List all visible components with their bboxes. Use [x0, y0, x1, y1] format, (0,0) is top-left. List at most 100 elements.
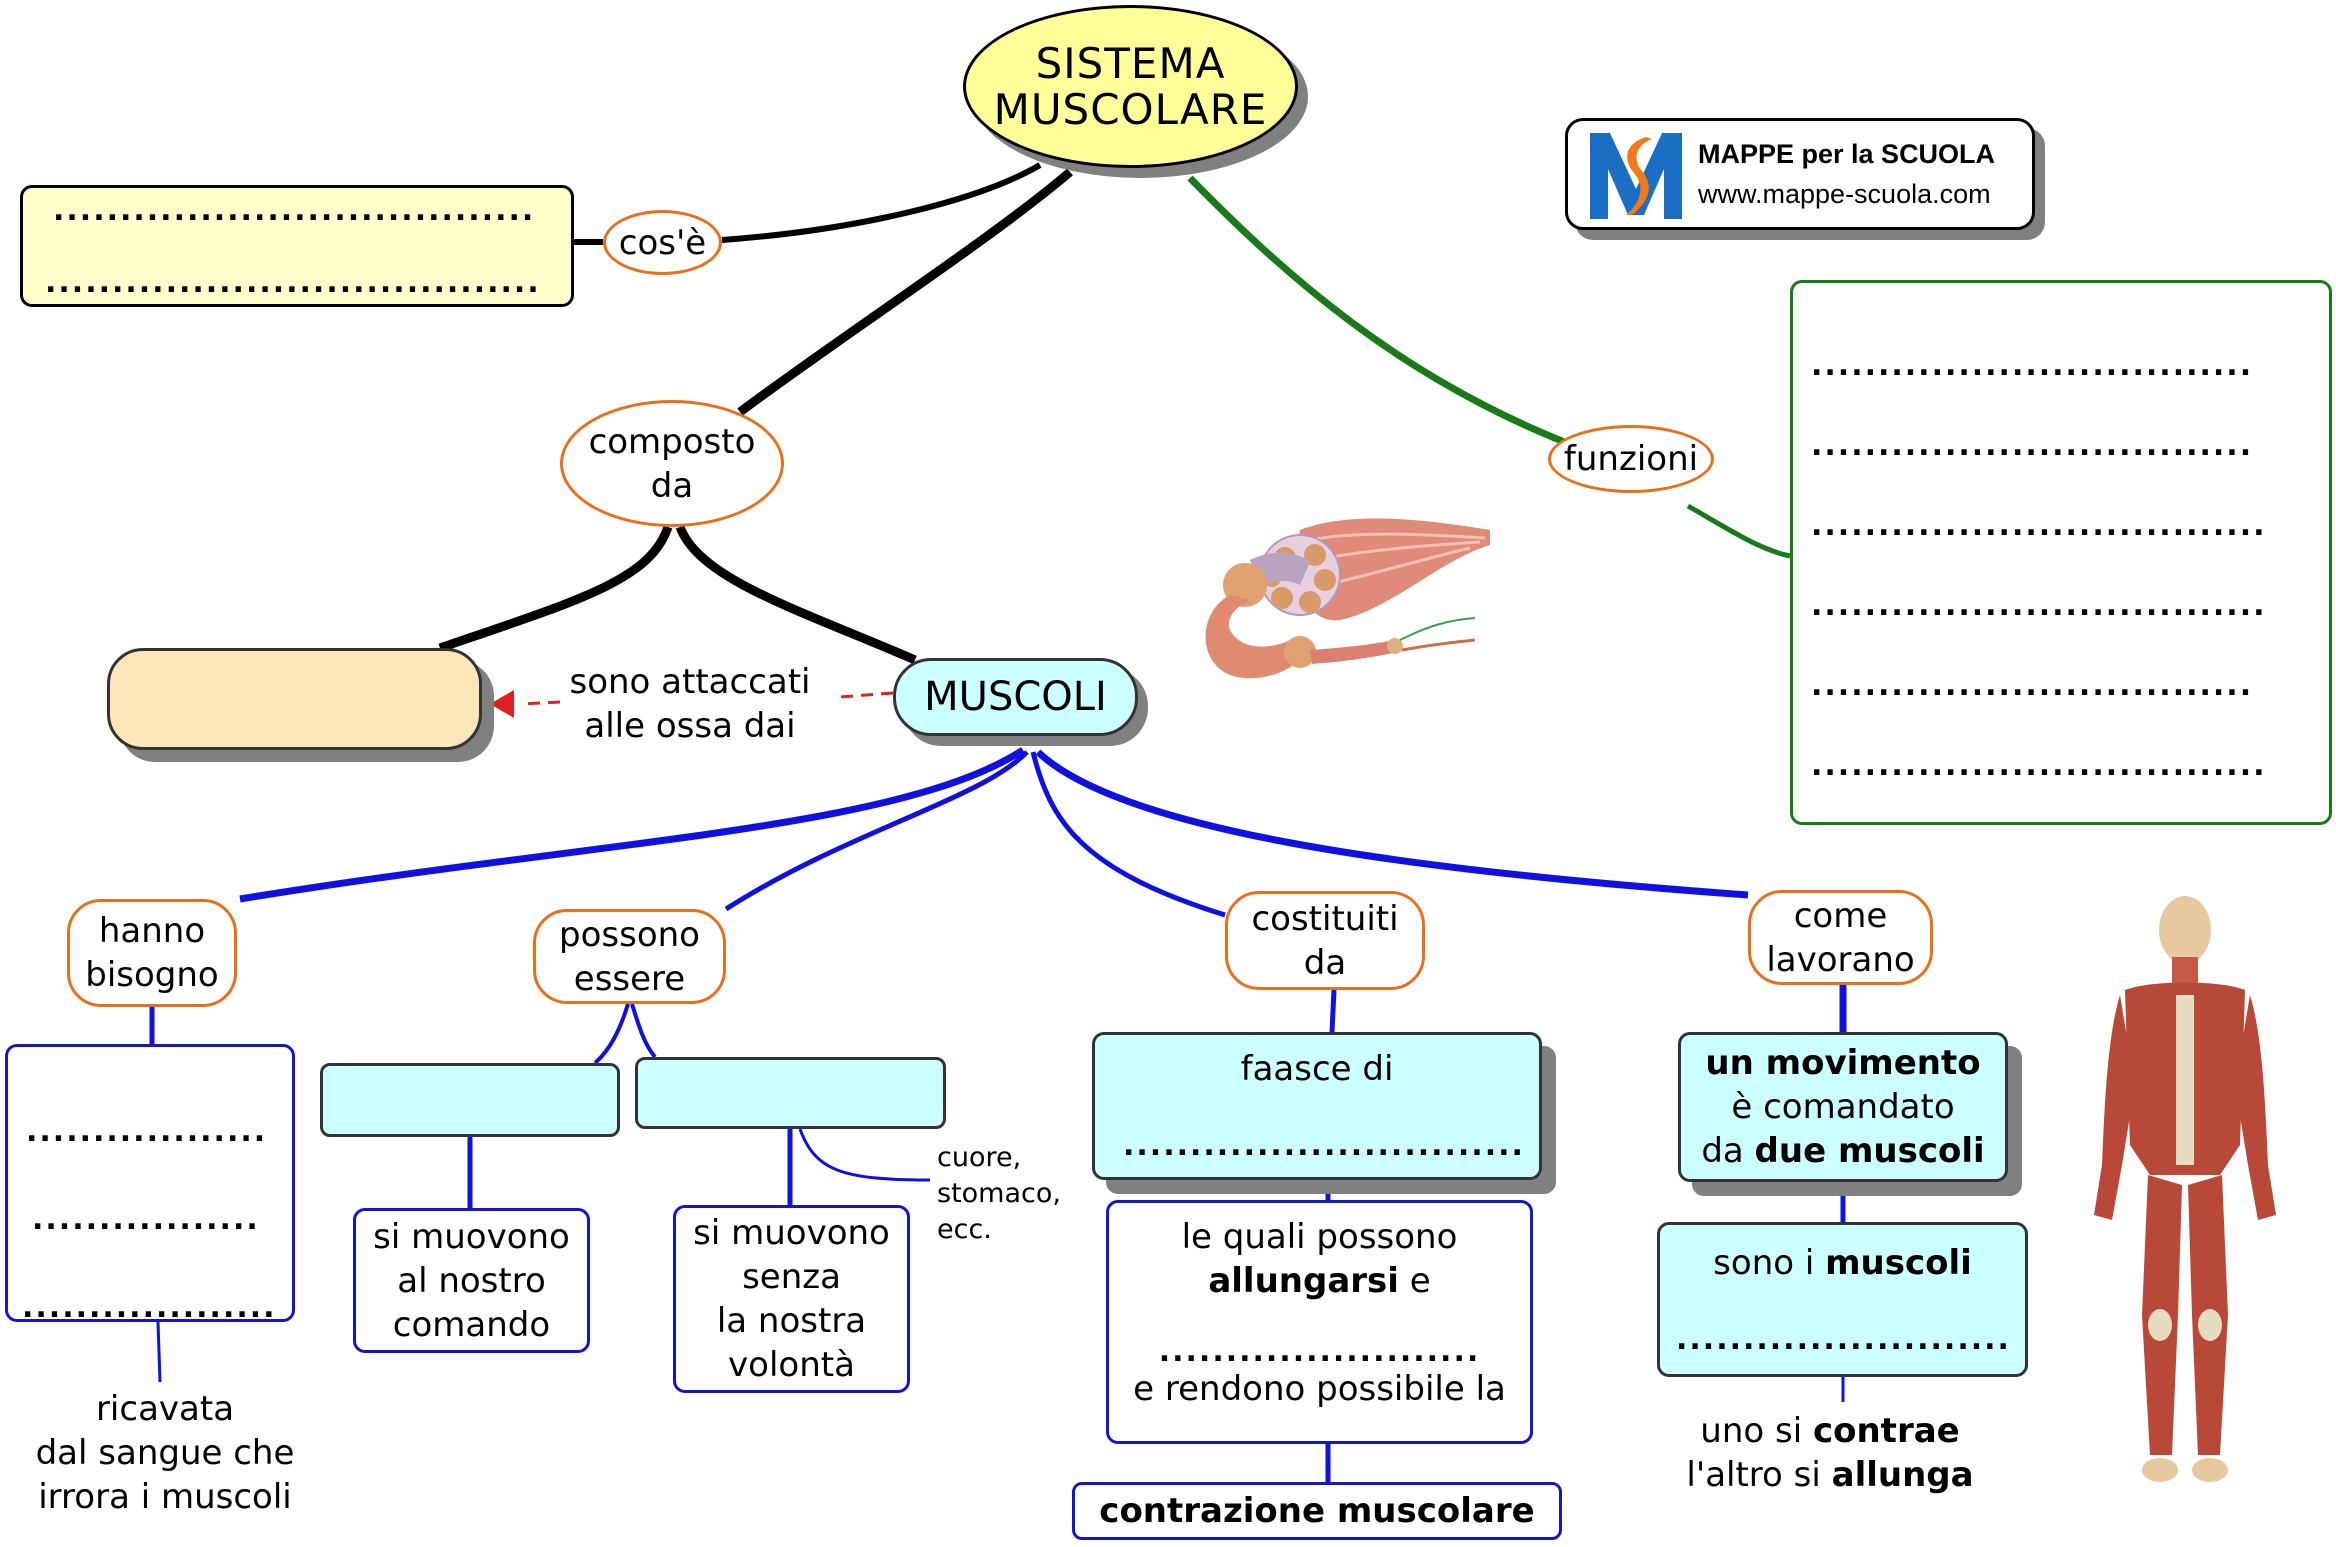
hanno-blank-line-2: .................: [32, 1205, 260, 1235]
quali-line4: e rendono possibile la: [1133, 1369, 1506, 1409]
funzioni-blank-line-4: ..................................: [1811, 591, 2267, 621]
attached-label: sono attaccati alle ossa dai: [540, 654, 840, 754]
bones-answer-box[interactable]: [107, 648, 482, 750]
costituiti-line1: costituiti: [1251, 898, 1399, 939]
hanno-note-line2: dal sangue che: [35, 1432, 295, 1473]
link-composto-bones: [438, 525, 673, 653]
quali-line1: le quali possono: [1181, 1217, 1458, 1257]
voluntary-desc-line3: comando: [392, 1304, 551, 1345]
link-funzioni-box: [1686, 503, 1791, 559]
quali-after-bold: e: [1398, 1261, 1431, 1301]
voluntary-desc-line1: si muovono: [373, 1216, 570, 1257]
cose-label-text: cos'è: [618, 222, 707, 263]
composto-line2: da: [650, 465, 694, 506]
hanno-blank-line-1: ..................: [26, 1117, 268, 1147]
quali-box[interactable]: le quali possono allungarsi e ..........…: [1106, 1200, 1533, 1444]
title-line2: MUSCOLARE: [993, 84, 1268, 134]
possono-line1: possono: [559, 914, 700, 955]
funzioni-blank-line-1: .................................: [1811, 351, 2254, 381]
come-line2: lavorano: [1766, 939, 1915, 980]
come-lavorano-label[interactable]: come lavorano: [1748, 890, 1933, 985]
movimento-line2: è comandato: [1731, 1087, 1955, 1127]
fasce-blank: ..............................: [1123, 1131, 1525, 1161]
link-dashed-2: [519, 700, 561, 706]
movimento-pre3: da: [1701, 1131, 1755, 1171]
note-bold1: contrae: [1812, 1410, 1960, 1451]
link-muscoli-bones-dashed: [839, 691, 894, 699]
note-bold2: allunga: [1831, 1454, 1974, 1495]
cose-blank-line-1: ....................................: [53, 196, 536, 226]
hanno-blank-line-3: ...................: [22, 1293, 277, 1323]
link-costituiti-fasce: [1329, 989, 1337, 1033]
involuntary-desc-line2: senza: [742, 1257, 841, 1297]
logo-badge: MAPPE per la SCUOLA www.mappe-scuola.com: [1565, 118, 2035, 230]
hanno-answer-box[interactable]: .................. ................. ...…: [5, 1044, 295, 1323]
fasce-title: faasce di: [1240, 1049, 1394, 1089]
logo-m-icon: [1590, 133, 1682, 219]
involuntary-desc-line1: si muovono: [693, 1213, 890, 1253]
link-composto-muscoli: [675, 525, 917, 665]
movimento-box: un movimento è comandato da due muscoli: [1678, 1032, 2008, 1182]
link-title-funzioni: [1187, 175, 1582, 452]
fasce-box[interactable]: faasce di ..............................: [1092, 1032, 1542, 1180]
link-title-cose: [721, 162, 1042, 243]
hanno-line1: hanno: [98, 911, 206, 951]
link-muscoli-costituiti: [1030, 751, 1226, 918]
link-muscoli-possono: [724, 750, 1029, 912]
link-hanno-note: [156, 1321, 162, 1383]
link-muscoli-come: [1035, 749, 1749, 899]
involuntary-muscle-box[interactable]: [635, 1057, 946, 1129]
link-title-composto: [737, 168, 1073, 416]
hanno-note: ricavata dal sangue che irrora i muscoli: [0, 1385, 330, 1520]
hanno-bisogno-label[interactable]: hanno bisogno: [67, 899, 237, 1007]
contrazione-box: contrazione muscolare: [1072, 1482, 1562, 1540]
note-pre1: uno si: [1700, 1410, 1813, 1451]
logo-brand: MAPPE per la SCUOLA: [1698, 139, 1996, 169]
title-line1: SISTEMA: [1035, 38, 1226, 88]
possono-essere-label[interactable]: possono essere: [533, 909, 726, 1004]
voluntary-muscle-box[interactable]: [320, 1063, 620, 1137]
funzioni-label[interactable]: funzioni: [1548, 425, 1714, 493]
link-possono-invol: [630, 1003, 657, 1059]
cose-blank-line-2: .....................................: [45, 268, 541, 298]
link-muscoli-hanno: [239, 747, 1025, 903]
muscoli-node[interactable]: MUSCOLI: [893, 658, 1138, 736]
note-pre2: l'altro si: [1686, 1454, 1832, 1495]
cose-answer-box[interactable]: .................................... ...…: [20, 185, 574, 307]
lavorano-note: uno si contrae l'altro si allunga: [1660, 1405, 2000, 1500]
quali-blank: ........................: [1158, 1337, 1481, 1367]
sono-line: sono i muscoli: [1660, 1241, 2025, 1285]
costituiti-label[interactable]: costituiti da: [1225, 891, 1425, 990]
sono-bold: muscoli: [1825, 1243, 1972, 1283]
funzioni-blank-line-6: ..................................: [1811, 751, 2267, 781]
example-line3: ecc.: [937, 1214, 992, 1245]
come-line1: come: [1793, 895, 1888, 936]
composto-label[interactable]: composto da: [560, 400, 784, 527]
funzioni-label-text: funzioni: [1563, 439, 1699, 479]
attached-line1: sono attaccati: [569, 662, 811, 702]
funzioni-blank-line-5: .................................: [1811, 671, 2254, 701]
cose-label[interactable]: cos'è: [603, 210, 722, 275]
involuntary-examples: cuore, stomaco, ecc.: [937, 1140, 1061, 1248]
link-invol-examples: [798, 1128, 931, 1182]
example-line1: cuore,: [937, 1142, 1022, 1173]
quali-bold: allungarsi: [1208, 1261, 1399, 1301]
sono-muscoli-box[interactable]: sono i muscoli .........................: [1657, 1222, 2028, 1377]
human-body-illustration: [2094, 896, 2276, 1482]
hanno-note-line3: irrora i muscoli: [38, 1476, 292, 1517]
movimento-bold1: un movimento: [1705, 1043, 1981, 1083]
attached-line2: alle ossa dai: [584, 706, 796, 746]
funzioni-answer-box[interactable]: ................................. ......…: [1790, 280, 2332, 825]
movimento-line3: da due muscoli: [1701, 1129, 1984, 1173]
involuntary-desc-line3: la nostra: [716, 1301, 867, 1341]
hanno-note-line1: ricavata: [95, 1388, 235, 1429]
movimento-bold3: due muscoli: [1754, 1131, 1985, 1171]
note-line2: l'altro si allunga: [1686, 1453, 1973, 1497]
logo-url[interactable]: www.mappe-scuola.com: [1698, 179, 1991, 209]
costituiti-line2: da: [1303, 942, 1347, 983]
funzioni-blank-line-3: ..................................: [1811, 511, 2267, 541]
involuntary-desc-box: si muovono senza la nostra volontà: [673, 1205, 910, 1393]
title-node[interactable]: SISTEMA MUSCOLARE: [963, 5, 1298, 168]
hanno-line2: bisogno: [85, 955, 219, 995]
